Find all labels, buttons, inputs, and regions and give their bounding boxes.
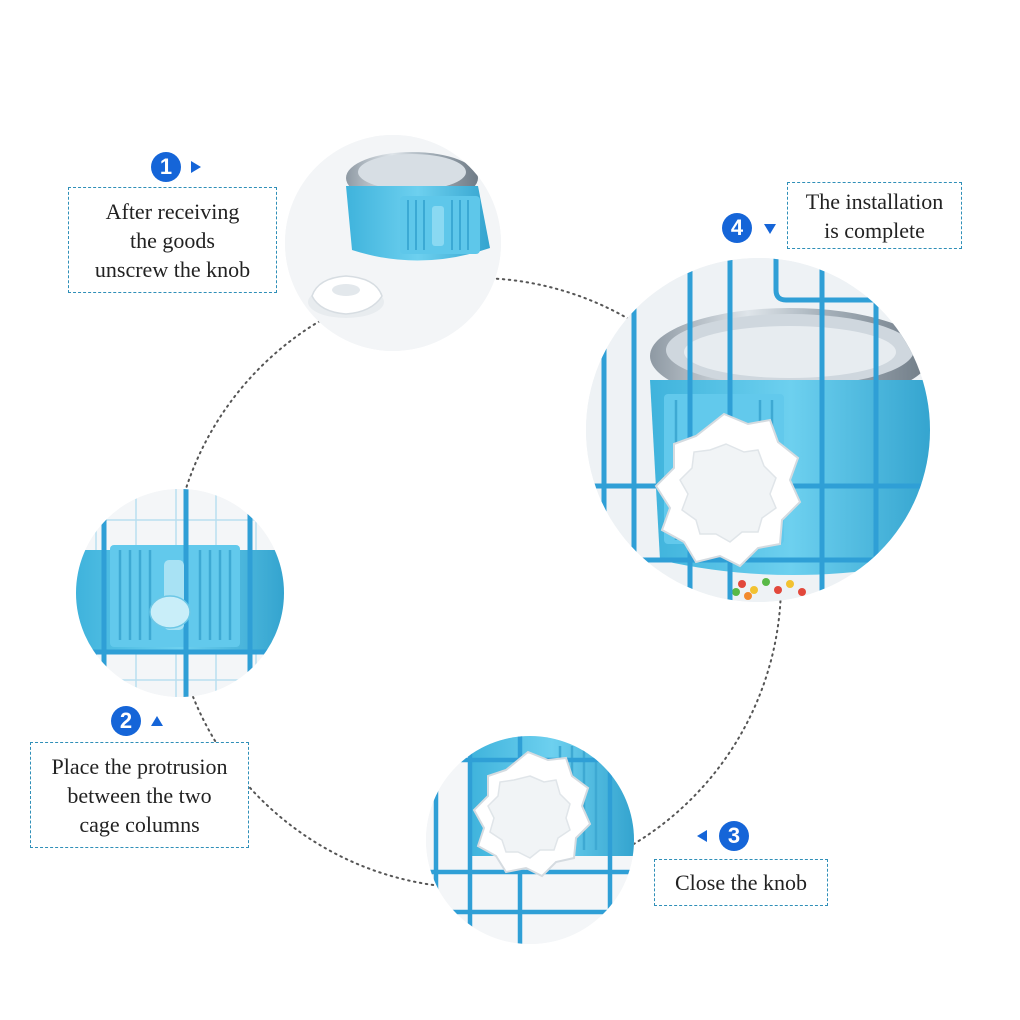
step-1-caption: After receiving the goods unscrew the kn… [68, 187, 277, 293]
step-2-arrow-icon [151, 716, 163, 726]
step-4-caption: The installation is complete [787, 182, 962, 249]
step-1-caption-line: After receiving [105, 198, 240, 224]
step-3-caption: Close the knob [654, 859, 828, 906]
step-3-caption-line: Close the knob [675, 870, 807, 895]
step-4-caption-line: The installation [805, 188, 944, 214]
step-3-number-badge: 3 [719, 821, 749, 851]
photo-installation-complete [586, 258, 930, 602]
step-2-caption-line: between the two [67, 782, 212, 808]
step-1-caption-line: unscrew the knob [94, 256, 251, 282]
step-3-arrow-icon [697, 830, 707, 842]
photo-place-protrusion [76, 489, 284, 697]
step-1-caption-line: the goods [130, 227, 215, 253]
step-4-number-badge: 4 [722, 213, 752, 243]
step-4-arrow-icon [764, 224, 776, 234]
photo-close-knob [426, 736, 634, 944]
step-2-caption-line: cage columns [79, 811, 200, 837]
step-2-number-badge: 2 [111, 706, 141, 736]
step-2-caption: Place the protrusion between the two cag… [30, 742, 249, 848]
photo-unscrew-knob [285, 135, 501, 351]
step-1-arrow-icon [191, 161, 201, 173]
step-1-number-badge: 1 [151, 152, 181, 182]
step-2-caption-line: Place the protrusion [51, 753, 228, 779]
step-4-caption-line: is complete [824, 217, 925, 243]
